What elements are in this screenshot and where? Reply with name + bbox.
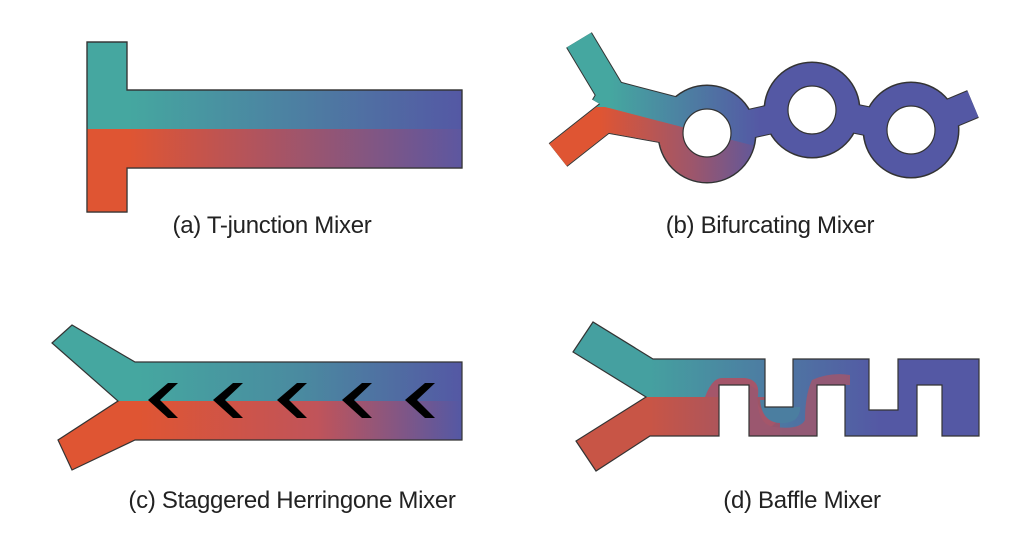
chevron xyxy=(277,383,307,418)
caption-herringbone: (c) Staggered Herringone Mixer xyxy=(128,487,456,514)
chevron xyxy=(342,383,372,418)
caption-baffle: (d) Baffle Mixer xyxy=(723,487,881,514)
bifurcating-mixer xyxy=(548,32,979,184)
chevron xyxy=(405,383,435,418)
chevron xyxy=(148,383,178,418)
chevron xyxy=(213,383,243,418)
chevron-marks xyxy=(148,383,435,418)
caption-t-junction: (a) T-junction Mixer xyxy=(172,212,372,239)
baffle-mixer xyxy=(572,321,980,472)
herringbone-mixer xyxy=(51,324,463,471)
caption-bifurcating: (b) Bifurcating Mixer xyxy=(665,212,875,239)
t-junction-mixer xyxy=(86,41,463,213)
